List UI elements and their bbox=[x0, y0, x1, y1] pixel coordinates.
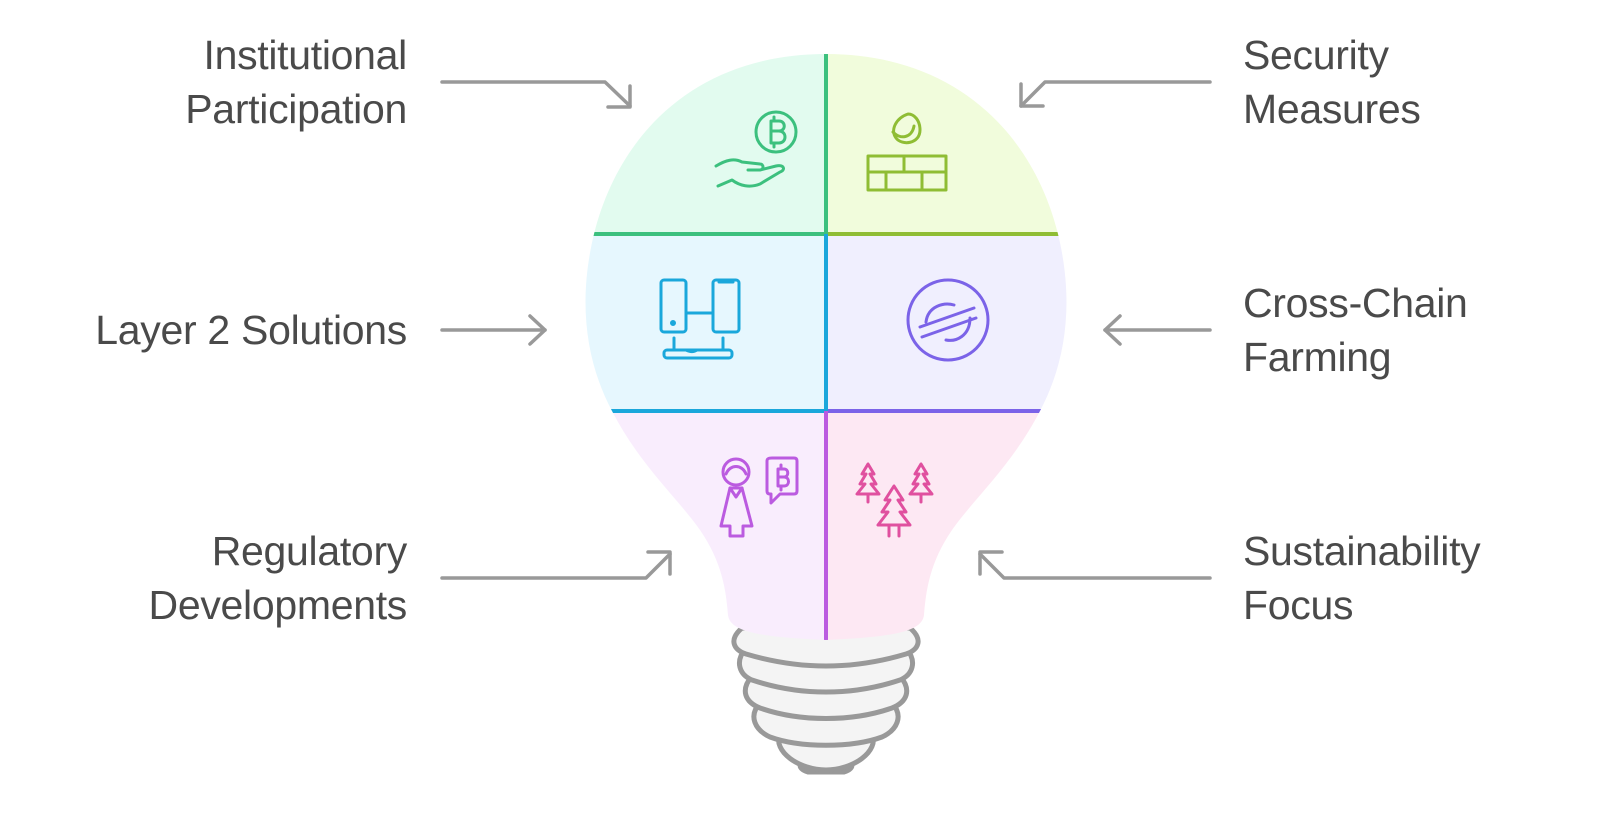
label-sustainability-focus: Sustainability Focus bbox=[1243, 528, 1481, 628]
bulb-socket bbox=[731, 625, 921, 775]
segment-security-measures bbox=[826, 54, 1067, 234]
arrow-layer-2-solutions bbox=[440, 314, 547, 346]
segment-regulatory-developments bbox=[585, 411, 826, 640]
firewall-icon bbox=[866, 112, 948, 192]
label-security-measures: Security Measures bbox=[1243, 32, 1421, 132]
woman-bitcoin-speech-icon bbox=[719, 456, 799, 538]
segment-sustainability-focus bbox=[826, 411, 1067, 640]
arrow-security-measures bbox=[1019, 80, 1212, 108]
arrow-cross-chain-farming bbox=[1103, 314, 1212, 346]
label-cross-chain-farming: Cross-Chain Farming bbox=[1243, 280, 1468, 380]
hand-bitcoin-icon bbox=[714, 110, 798, 188]
segment-cross-chain-farming bbox=[826, 234, 1067, 411]
label-regulatory-developments: Regulatory Developments bbox=[148, 528, 408, 628]
stellar-coin-icon bbox=[906, 278, 990, 362]
label-layer-2-solutions: Layer 2 Solutions bbox=[95, 307, 407, 353]
pine-trees-icon bbox=[855, 462, 934, 538]
arrow-sustainability-focus bbox=[978, 550, 1212, 580]
arrow-regulatory-developments bbox=[440, 550, 672, 580]
label-institutional-participation: Institutional Participation bbox=[185, 32, 407, 132]
arrow-institutional-participation bbox=[440, 80, 632, 109]
devices-connected-icon bbox=[659, 278, 741, 360]
segment-layer-2-solutions bbox=[585, 234, 826, 411]
